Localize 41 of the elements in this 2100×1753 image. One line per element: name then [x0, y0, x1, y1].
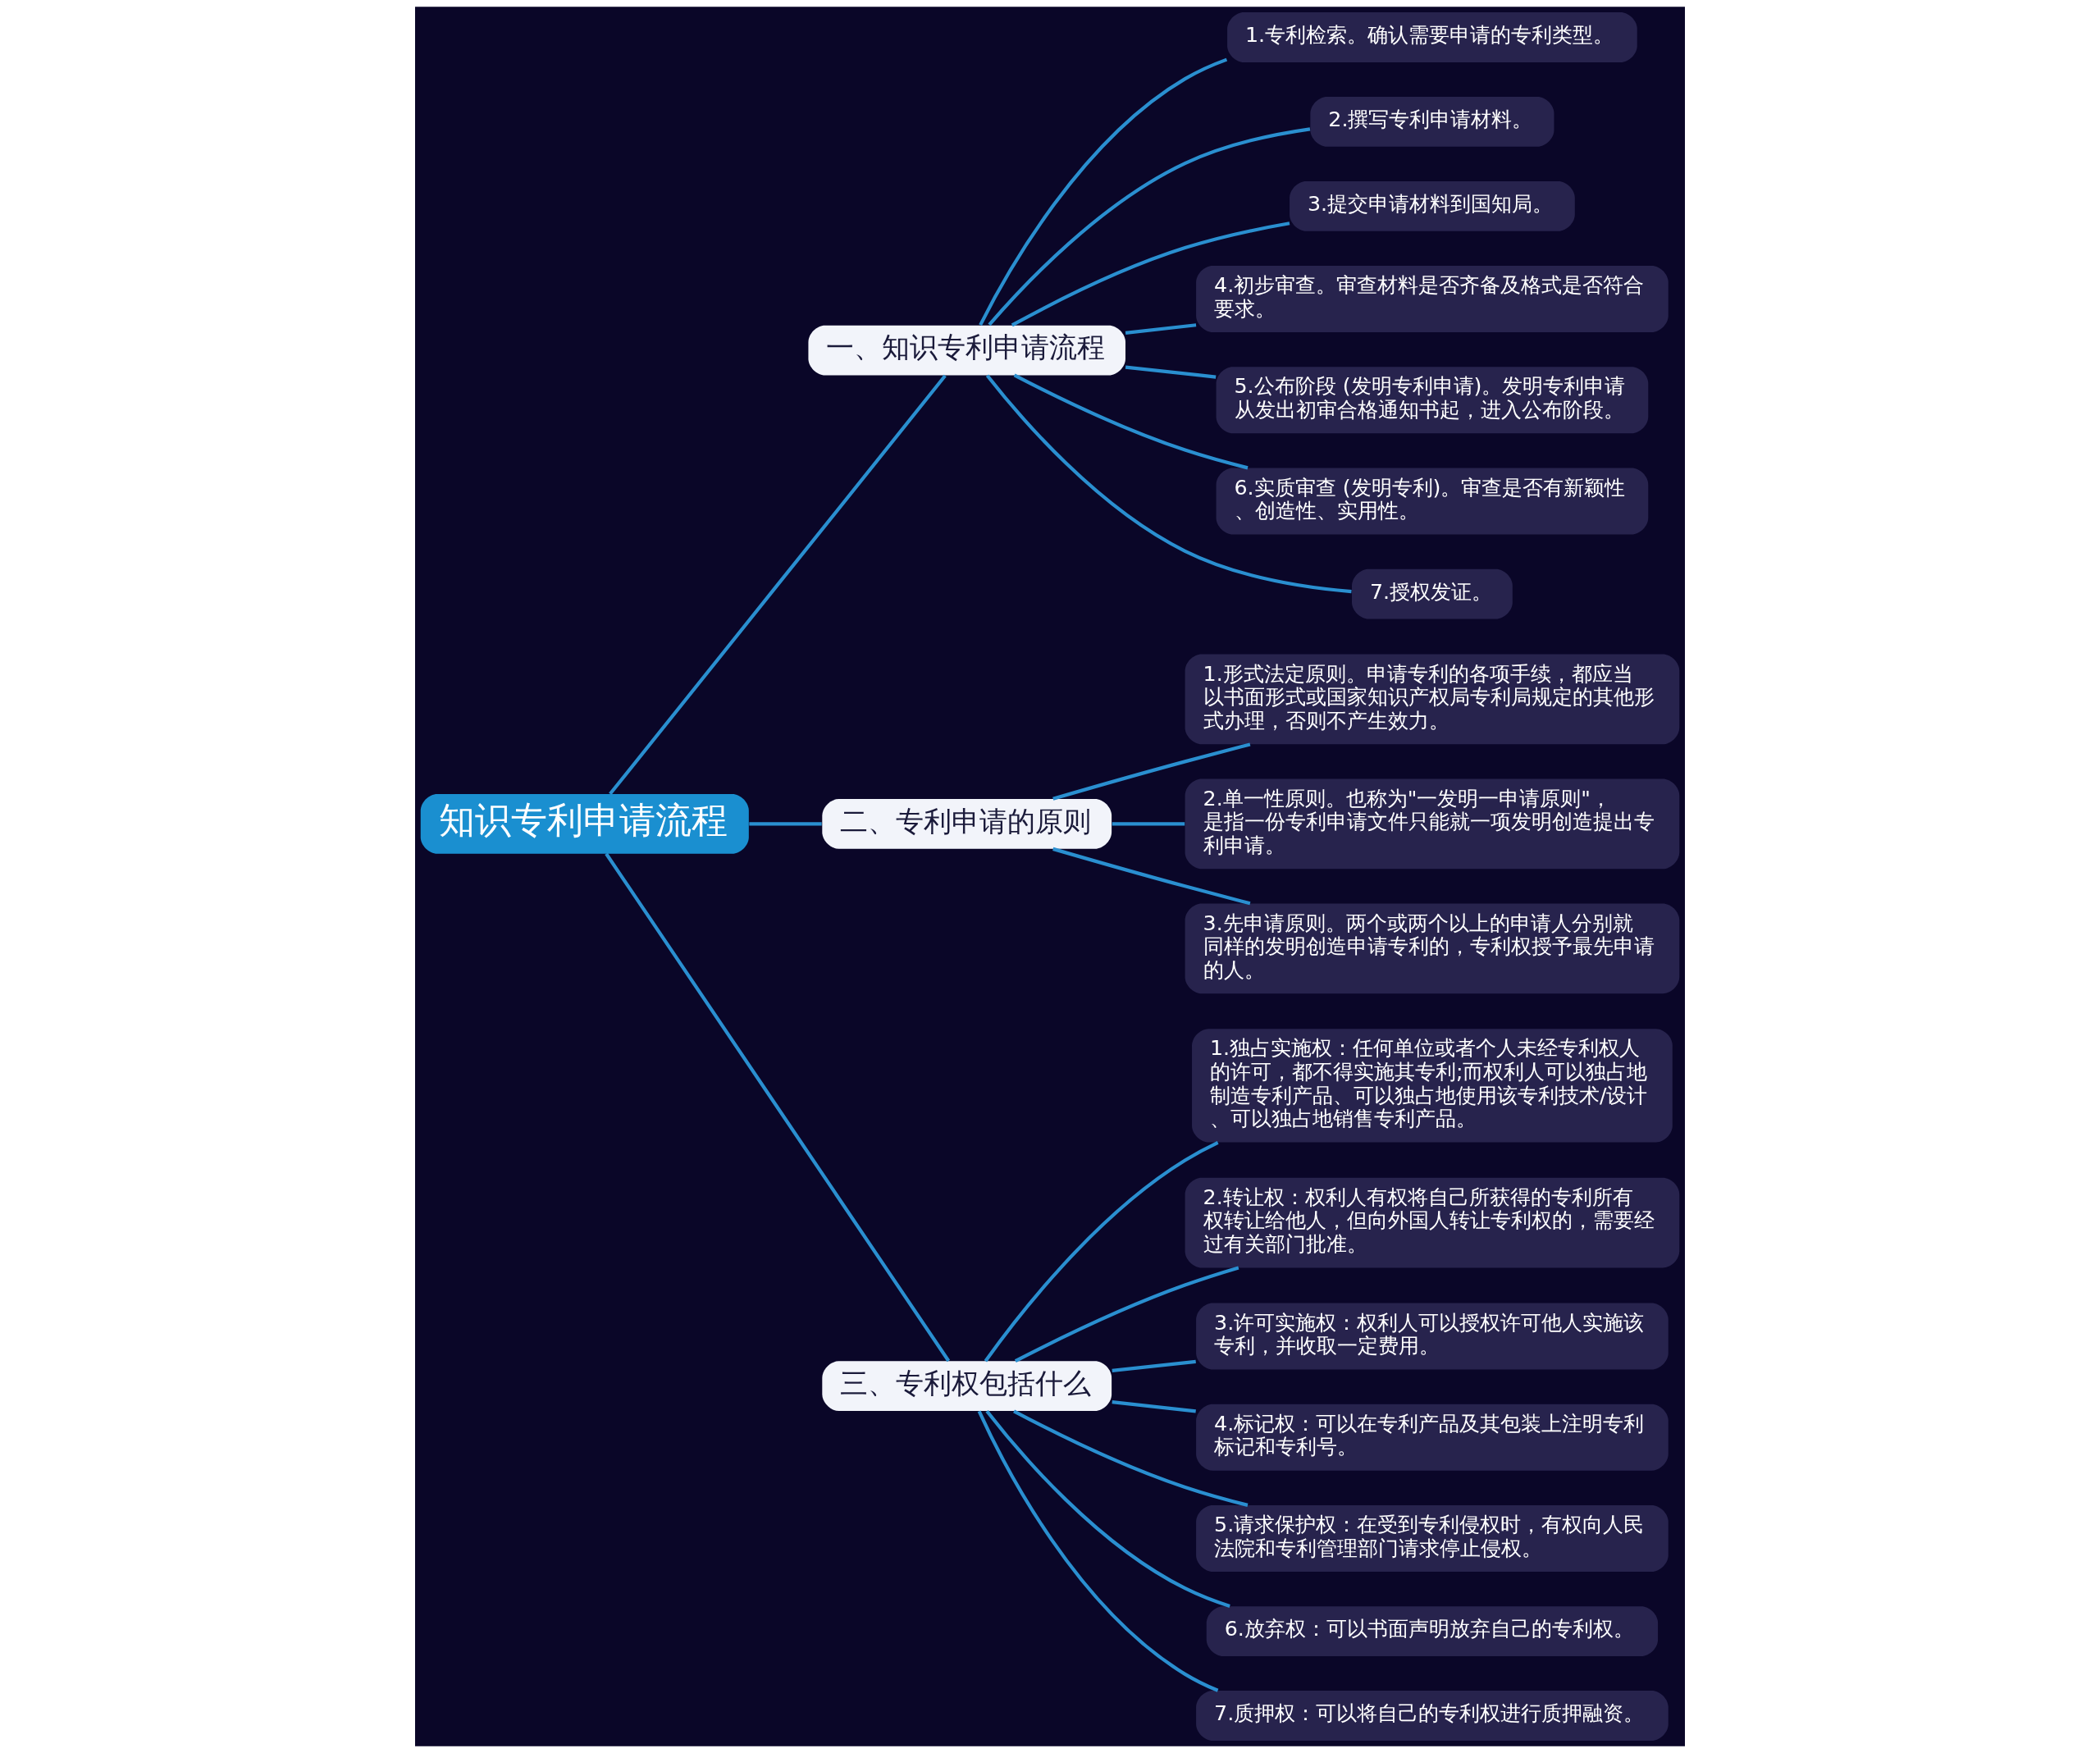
node-box: 5.请求保护权：在受到专利侵权时，有权向人民法院和专利管理部门请求停止侵权。 [1196, 1504, 1669, 1572]
node-box: 二、专利申请的原则 [822, 798, 1112, 849]
connector [988, 127, 1311, 326]
connector [605, 852, 951, 1363]
node-box: 知识专利申请流程 [420, 794, 749, 854]
connector [1052, 847, 1251, 906]
node-box: 3.提交申请材料到国知局。 [1290, 181, 1575, 231]
node-box: 2.单一性原则。也称为"一发明一申请原则"，是指一份专利申请文件只能就一项发明创造提出专利申请。 [1185, 778, 1680, 870]
connector [1112, 822, 1185, 826]
node-box: 3.先申请原则。两个或两个以上的申请人分别就同样的发明创造申请专利的，专利权授予最先申请的人。 [1185, 903, 1680, 994]
connector [1052, 742, 1251, 801]
connector [1125, 323, 1197, 335]
node-box: 6.实质审查 (发明专利)。审查是否有新颖性、创造性、实用性。 [1216, 468, 1649, 535]
node-box: 一、知识专利申请流程 [808, 325, 1125, 376]
node-box: 2.转让权：权利人有权将自己所获得的专利所有权转让给他人，但向外国人转让专利权的，需要经过有关部门批准。 [1185, 1177, 1680, 1268]
node-box: 1.独占实施权：任何单位或者个人未经专利权人的许可，都不得实施其专利;而权利人可以独占地制造专利产品、可以独占地使用该专利技术/设计、可以独占地销售专利产品。 [1192, 1029, 1673, 1143]
connector [1011, 221, 1290, 327]
node-box: 5.公布阶段 (发明专利申请)。发明专利申请从发出初审合格通知书起，进入公布阶段。 [1216, 367, 1649, 434]
node-box: 1.形式法定原则。申请专利的各项手续，都应当以书面形式或国家知识产权局专利局规定的其他形式办理，否则不产生效力。 [1185, 654, 1680, 745]
node-box: 4.初步审查。审查材料是否齐备及格式是否符合要求。 [1196, 266, 1669, 333]
connector [984, 1141, 1219, 1363]
connector [977, 1410, 1219, 1692]
connector [1125, 365, 1217, 379]
node-box: 3.许可实施权：权利人可以授权许可他人实施该专利，并收取一定费用。 [1196, 1303, 1669, 1370]
node-box: 三、专利权包括什么 [822, 1361, 1112, 1412]
connector [609, 374, 947, 796]
connector [1013, 373, 1249, 470]
connector [1014, 1266, 1239, 1363]
connector [979, 57, 1228, 326]
node-box: 2.撰写专利申请材料。 [1310, 97, 1554, 147]
node-box: 1.专利检索。确认需要申请的专利类型。 [1227, 12, 1637, 62]
node-box: 7.授权发证。 [1352, 568, 1513, 619]
connector [985, 374, 1352, 594]
node-box: 6.放弃权：可以书面声明放弃自己的专利权。 [1206, 1606, 1659, 1656]
connector [1013, 1409, 1249, 1507]
connector [1112, 1359, 1196, 1372]
connector [1112, 1400, 1196, 1413]
node-box: 4.标记权：可以在专利产品及其包装上注明专利标记和专利号。 [1196, 1404, 1669, 1471]
connector [985, 1409, 1230, 1609]
node-box: 7.质押权：可以将自己的专利权进行质押融资。 [1196, 1691, 1669, 1741]
connector [749, 822, 822, 826]
